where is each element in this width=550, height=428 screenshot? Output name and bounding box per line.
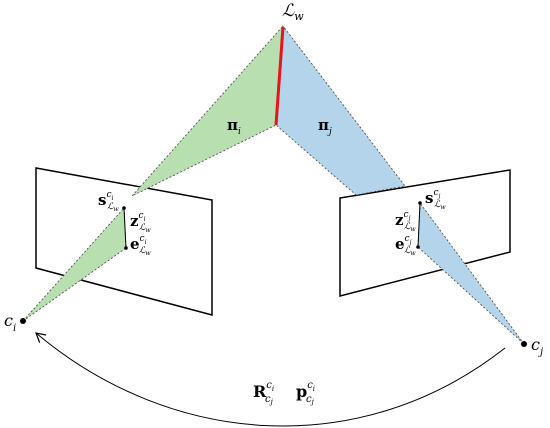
plane-pi-i	[131, 24, 284, 197]
segment-image-i	[123, 207, 127, 249]
projection-cone-i	[22, 207, 127, 322]
plane-pi-j	[275, 24, 406, 196]
label-camera-i: ci	[4, 311, 16, 334]
camera-center-j	[521, 341, 527, 347]
point-end-i	[124, 246, 128, 250]
camera-center-i	[20, 318, 26, 324]
label-camera-j: cj	[531, 335, 543, 358]
point-end-j	[416, 245, 420, 249]
segment-image-j	[417, 202, 421, 248]
point-start-i	[122, 206, 126, 210]
point-start-j	[418, 201, 422, 205]
label-plane-pi-i: πi	[227, 116, 241, 137]
label-plane-pi-j: πj	[318, 116, 332, 137]
label-world-line: ℒw	[282, 1, 304, 23]
relative-pose-arc	[35, 332, 506, 427]
world-line-segment	[274, 26, 285, 126]
